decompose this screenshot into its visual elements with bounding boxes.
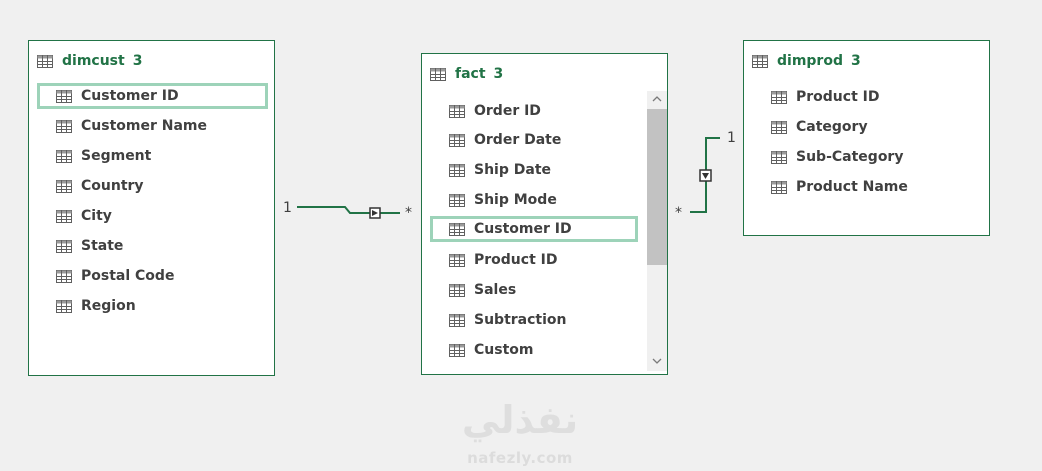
field-label: Region — [81, 298, 136, 314]
table-grid-icon — [56, 209, 72, 223]
field-customer-id[interactable]: Customer ID — [37, 83, 268, 109]
field-country[interactable]: Country — [37, 173, 144, 199]
relationship-one-label: 1 — [727, 130, 736, 146]
relationship-dimcust-fact[interactable] — [297, 206, 400, 219]
relationship-many-label: * — [405, 205, 412, 221]
field-label: Product ID — [796, 89, 880, 105]
chevron-up-icon[interactable] — [647, 91, 667, 107]
vertical-scrollbar[interactable] — [647, 91, 667, 371]
table-dimcust[interactable]: dimcust 3 Customer ID Customer Name Segm… — [28, 40, 275, 376]
chevron-down-icon[interactable] — [647, 353, 667, 369]
table-grid-icon — [56, 149, 72, 163]
field-label: Ship Date — [474, 162, 551, 178]
table-grid-icon — [37, 54, 53, 68]
table-grid-icon — [449, 133, 465, 147]
field-customer-name[interactable]: Customer Name — [37, 113, 207, 139]
field-custom[interactable]: Custom — [430, 337, 533, 363]
relationship-one-label: 1 — [283, 200, 292, 216]
field-ship-mode[interactable]: Ship Mode — [430, 187, 557, 213]
field-label: Subtraction — [474, 312, 567, 328]
scrollbar-thumb[interactable] — [647, 109, 667, 265]
table-grid-icon — [449, 253, 465, 267]
table-grid-icon — [56, 299, 72, 313]
table-grid-icon — [449, 343, 465, 357]
field-subtraction[interactable]: Subtraction — [430, 307, 567, 333]
table-grid-icon — [771, 150, 787, 164]
table-grid-icon — [449, 283, 465, 297]
table-grid-icon — [449, 193, 465, 207]
relationship-dimprod-fact[interactable] — [690, 137, 720, 213]
field-label: Ship Mode — [474, 192, 557, 208]
field-product-id[interactable]: Product ID — [752, 84, 879, 110]
field-state[interactable]: State — [37, 233, 123, 259]
watermark-logo: نفذلي — [461, 398, 579, 442]
field-label: Postal Code — [81, 268, 175, 284]
field-label: State — [81, 238, 124, 254]
field-region[interactable]: Region — [37, 293, 136, 319]
field-label: City — [81, 208, 112, 224]
table-grid-icon — [771, 120, 787, 134]
relationship-many-label: * — [675, 205, 682, 221]
table-count: 3 — [850, 53, 861, 69]
field-city[interactable]: City — [37, 203, 112, 229]
field-label: Customer Name — [81, 118, 207, 134]
field-segment[interactable]: Segment — [37, 143, 151, 169]
field-category[interactable]: Category — [752, 114, 868, 140]
table-grid-icon — [56, 239, 72, 253]
table-count: 3 — [493, 66, 504, 82]
field-label: Custom — [474, 342, 534, 358]
table-grid-icon — [430, 67, 446, 81]
table-grid-icon — [56, 89, 72, 103]
field-customer-id[interactable]: Customer ID — [430, 216, 638, 242]
field-label: Sub-Category — [796, 149, 904, 165]
field-label: Sales — [474, 282, 517, 298]
table-name: dimprod — [777, 53, 843, 69]
table-dimprod[interactable]: dimprod 3 Product ID Category Sub-Catego… — [743, 40, 990, 236]
field-sub-category[interactable]: Sub-Category — [752, 144, 903, 170]
field-postal-code[interactable]: Postal Code — [37, 263, 174, 289]
field-label: Customer ID — [81, 88, 179, 104]
field-label: Category — [796, 119, 868, 135]
watermark-url: nafezly.com — [467, 449, 573, 467]
table-grid-icon — [56, 119, 72, 133]
table-grid-icon — [56, 179, 72, 193]
table-grid-icon — [449, 163, 465, 177]
table-grid-icon — [449, 222, 465, 236]
table-name: dimcust — [62, 53, 125, 69]
table-grid-icon — [771, 180, 787, 194]
field-ship-date[interactable]: Ship Date — [430, 157, 551, 183]
field-label: Product ID — [474, 252, 558, 268]
field-label: Order ID — [474, 103, 541, 119]
table-fact[interactable]: fact 3 Order ID Order Date Ship Date Shi… — [421, 53, 668, 375]
table-header[interactable]: dimcust 3 — [37, 51, 142, 71]
field-product-id[interactable]: Product ID — [430, 247, 557, 273]
field-order-date[interactable]: Order Date — [430, 127, 561, 153]
table-name: fact — [455, 66, 486, 82]
field-label: Order Date — [474, 132, 562, 148]
table-grid-icon — [449, 313, 465, 327]
table-count: 3 — [132, 53, 143, 69]
table-grid-icon — [752, 54, 768, 68]
field-label: Country — [81, 178, 144, 194]
table-header[interactable]: fact 3 — [430, 64, 503, 84]
table-header[interactable]: dimprod 3 — [752, 51, 861, 71]
field-sales[interactable]: Sales — [430, 277, 516, 303]
field-label: Customer ID — [474, 221, 572, 237]
table-grid-icon — [449, 104, 465, 118]
table-grid-icon — [56, 269, 72, 283]
table-grid-icon — [771, 90, 787, 104]
field-label: Segment — [81, 148, 152, 164]
field-product-name[interactable]: Product Name — [752, 174, 908, 200]
field-order-id[interactable]: Order ID — [430, 98, 541, 124]
field-label: Product Name — [796, 179, 908, 195]
